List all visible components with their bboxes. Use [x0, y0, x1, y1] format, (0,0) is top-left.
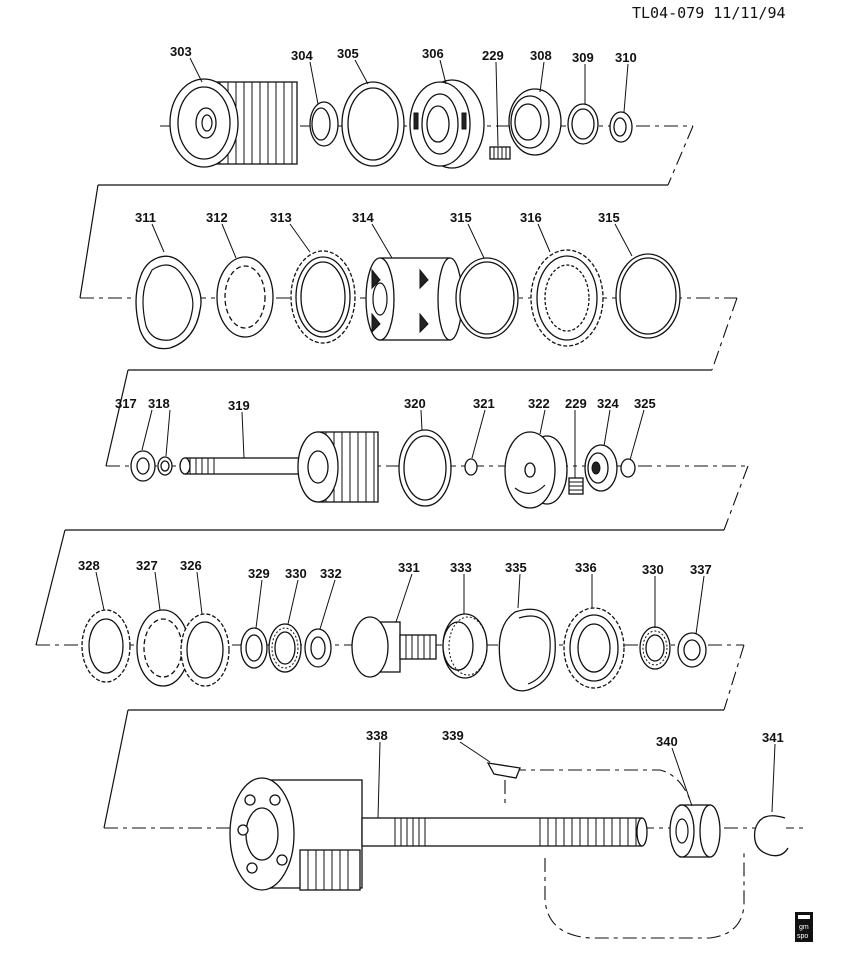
part-328-clutch-plate [81, 609, 131, 683]
label-337: 337 [690, 562, 712, 577]
part-315-snap-ring-2 [615, 253, 681, 339]
label-308: 308 [530, 48, 552, 63]
label-325: 325 [634, 396, 656, 411]
gm-spo-logo: gm spo [795, 912, 813, 942]
label-318: 318 [148, 396, 170, 411]
label-317: 317 [115, 396, 137, 411]
label-332: 332 [320, 566, 342, 581]
label-320: 320 [404, 396, 426, 411]
label-229-top: 229 [482, 48, 504, 63]
part-310-snap-ring [609, 111, 633, 143]
part-333-bearing [442, 613, 488, 679]
row-4-parts [81, 607, 707, 692]
part-341-snap-ring [753, 815, 789, 857]
label-338: 338 [366, 728, 388, 743]
part-313-clutch-plate [290, 250, 356, 344]
part-309-ring [567, 103, 599, 145]
part-229-spring-2 [568, 477, 584, 495]
part-314-housing [365, 257, 463, 341]
part-305-seal-ring [341, 81, 405, 167]
label-331: 331 [398, 560, 420, 575]
label-315-a: 315 [450, 210, 472, 225]
part-330-bearing [268, 623, 302, 673]
label-229-mid: 229 [565, 396, 587, 411]
part-318-washer [157, 456, 173, 476]
label-336: 336 [575, 560, 597, 575]
logo-text-gm: gm [799, 924, 809, 931]
label-314: 314 [352, 210, 374, 225]
label-312: 312 [206, 210, 228, 225]
part-322-piston [504, 431, 568, 509]
label-304: 304 [291, 48, 313, 63]
label-333: 333 [450, 560, 472, 575]
label-316: 316 [520, 210, 542, 225]
label-305: 305 [337, 46, 359, 61]
label-340: 340 [656, 734, 678, 749]
label-339: 339 [442, 728, 464, 743]
row-3-parts [130, 429, 636, 509]
part-229-spring [489, 146, 511, 160]
part-308-seal [508, 88, 562, 156]
label-303: 303 [170, 44, 192, 59]
part-324-seal [584, 444, 618, 492]
row-2-parts [135, 249, 681, 350]
part-320-seal-ring [398, 429, 452, 507]
label-327: 327 [136, 558, 158, 573]
label-335: 335 [505, 560, 527, 575]
label-311: 311 [135, 210, 156, 225]
part-332-washer [304, 628, 332, 668]
label-341: 341 [762, 730, 784, 745]
label-330-a: 330 [285, 566, 307, 581]
label-319: 319 [228, 398, 250, 413]
part-327-clutch-plate [136, 609, 190, 687]
label-322: 322 [528, 396, 550, 411]
part-335-snap-ring [498, 608, 556, 692]
row-1-parts [169, 78, 633, 169]
part-317-retainer [130, 450, 156, 482]
label-324: 324 [597, 396, 619, 411]
label-329: 329 [248, 566, 270, 581]
part-319-input-shaft [179, 431, 379, 503]
part-331-carrier [351, 616, 437, 678]
label-315-b: 315 [598, 210, 620, 225]
drawing-code: TL04-079 11/11/94 [632, 4, 786, 22]
part-326-clutch-plate [180, 613, 230, 687]
part-336-splined-ring [563, 607, 625, 689]
part-340-speedo-gear [669, 804, 721, 858]
label-310: 310 [615, 50, 637, 65]
part-339-clip [486, 762, 521, 779]
label-330-b: 330 [642, 562, 664, 577]
label-309: 309 [572, 50, 594, 65]
label-306: 306 [422, 46, 444, 61]
part-321-washer [464, 458, 478, 476]
part-306-piston [409, 79, 485, 169]
label-313: 313 [270, 210, 292, 225]
part-315-snap-ring [455, 257, 519, 339]
label-326: 326 [180, 558, 202, 573]
logo-text-spo: spo [797, 933, 808, 940]
part-labels: 303 304 305 306 229 308 309 310 311 312 … [78, 44, 784, 819]
row-5-parts [229, 762, 789, 891]
label-321: 321 [473, 396, 495, 411]
part-311-wave-plate [135, 255, 202, 350]
part-304-bushing [309, 101, 339, 147]
part-330-bearing-2 [639, 626, 671, 670]
part-337-washer [677, 632, 707, 668]
part-329-washer [240, 627, 268, 669]
label-328: 328 [78, 558, 100, 573]
part-325-snap-ring [620, 458, 636, 478]
part-316-splined-ring [530, 249, 604, 347]
part-312-clutch-plate [216, 256, 274, 338]
part-338-output-carrier-shaft [229, 777, 648, 891]
part-303-drum [169, 78, 298, 168]
